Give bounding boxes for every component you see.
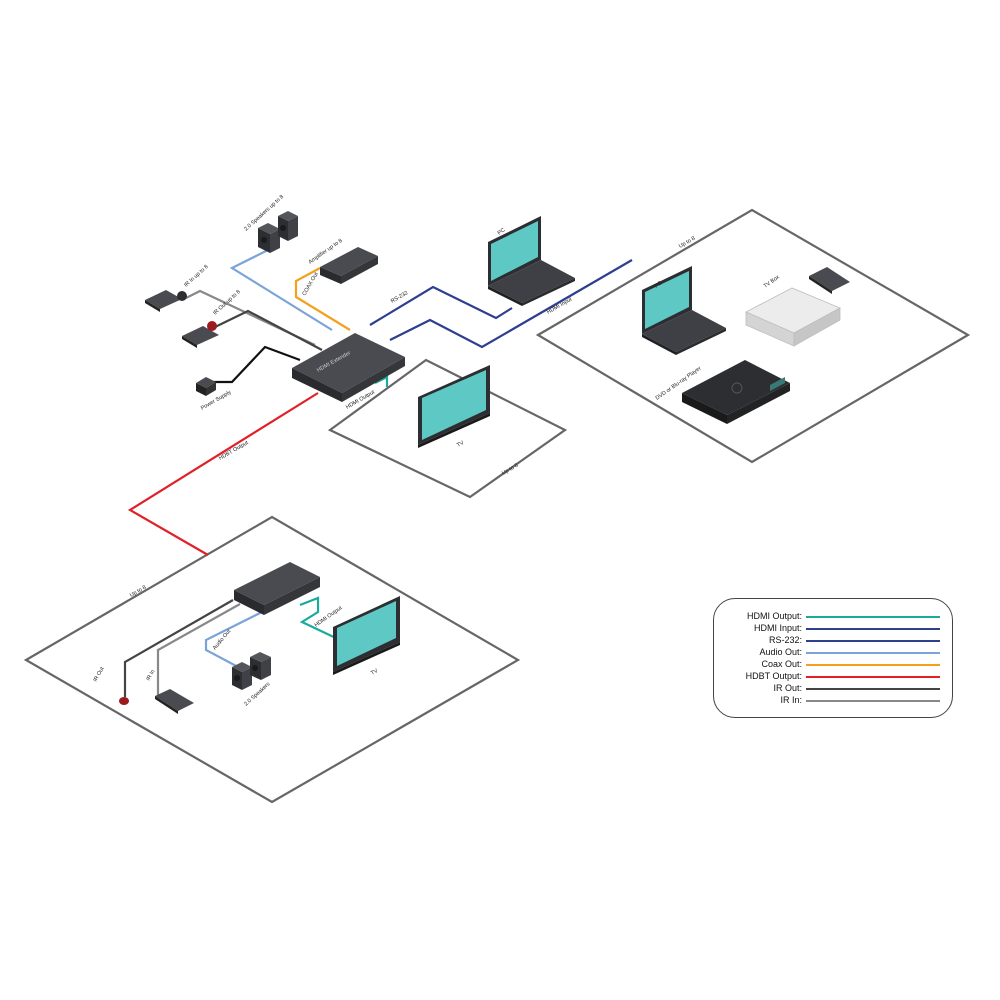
receiver-zone (23, 515, 521, 804)
rx-audio-out-wire (204, 611, 263, 669)
legend-row-audio-out: Audio Out: (714, 646, 954, 658)
tv-zone-tv-label: TV (456, 440, 465, 449)
legend-swatch (806, 640, 940, 642)
legend-row-coax-out: Coax Out: (714, 658, 954, 670)
source-pc-icon (642, 266, 726, 355)
legend-swatch (806, 688, 940, 690)
transmitter-device: HDMI Extender (292, 333, 405, 402)
legend-label: HDMI Input: (753, 623, 802, 633)
receiver-tv-icon (333, 596, 400, 675)
rx-hdmi-output-wire (299, 596, 341, 641)
tv-box-label: TV Box (763, 274, 781, 289)
legend-label: Coax Out: (761, 659, 802, 669)
legend-row-hdmi-input: HDMI Input: (714, 622, 954, 634)
tv-box-remote-icon (809, 267, 850, 294)
rs232-wire (369, 285, 513, 326)
source-pc-label: PC (654, 280, 664, 289)
legend-label: HDMI Output: (746, 611, 802, 621)
hdmi-input-label: HDMI Input (546, 296, 573, 315)
legend-swatch (806, 700, 940, 702)
legend-swatch (806, 616, 940, 618)
receiver-device (234, 562, 320, 615)
hdmi-input-wire (389, 259, 633, 349)
legend-label: HDBT Output: (745, 671, 802, 681)
receiver-ir-in-label: IR In (146, 669, 157, 682)
coax-label: COAX Out (302, 271, 320, 297)
legend-swatch (806, 664, 940, 666)
receiver-ir-emitter-icon (119, 697, 129, 705)
legend-label: IR In: (780, 695, 802, 705)
tv-icon (418, 365, 490, 448)
rx-ir-out-wire (123, 599, 234, 697)
speakers-icon (258, 211, 298, 253)
pc-top-label: PC (497, 227, 507, 236)
audio-out-wire (229, 249, 333, 331)
legend-swatch (806, 628, 940, 630)
legend-swatch (806, 676, 940, 678)
legend-row-rs232: RS-232: (714, 634, 954, 646)
legend-row-hdbt-output: HDBT Output: (714, 670, 954, 682)
legend-swatch (806, 652, 940, 654)
amplifier-icon (320, 247, 378, 284)
legend-row-hdmi-output: HDMI Output: (714, 610, 954, 622)
hdmi-output-wire (374, 375, 389, 387)
source-zone (535, 208, 971, 464)
tv-zone (327, 358, 568, 499)
receiver-speakers-icon (232, 652, 271, 690)
legend-row-ir-in: IR In: (714, 694, 954, 706)
legend-label: RS-232: (768, 635, 802, 645)
power-supply-icon (196, 377, 216, 396)
dvd-player-icon (682, 360, 790, 424)
ir-out-label: IR Out up to 8 (212, 289, 241, 316)
tv-zone-count-label: Up to 8 (501, 463, 519, 477)
power-wire (214, 345, 301, 384)
hdbt-output-wire (127, 392, 319, 556)
receiver-tv-label: TV (370, 668, 379, 677)
legend-row-ir-out: IR Out: (714, 682, 954, 694)
hdbt-output-label: HDBT Output (218, 440, 250, 462)
ir-out-remote-icon (182, 321, 219, 348)
legend-label: IR Out: (773, 683, 802, 693)
ir-out-wire (214, 309, 323, 351)
tv-box-icon (745, 287, 841, 347)
legend: HDMI Output: HDMI Input: RS-232: Audio O… (713, 598, 953, 718)
receiver-ir-out-label: IR Out (93, 666, 106, 683)
receiver-ir-in-remote-icon (155, 689, 194, 714)
legend-label: Audio Out: (759, 647, 802, 657)
ir-in-remote-icon (145, 290, 187, 312)
pc-laptop-icon (488, 216, 575, 306)
ir-in-label: IR In up to 8 (183, 264, 209, 289)
coax-out-wire (294, 267, 351, 331)
